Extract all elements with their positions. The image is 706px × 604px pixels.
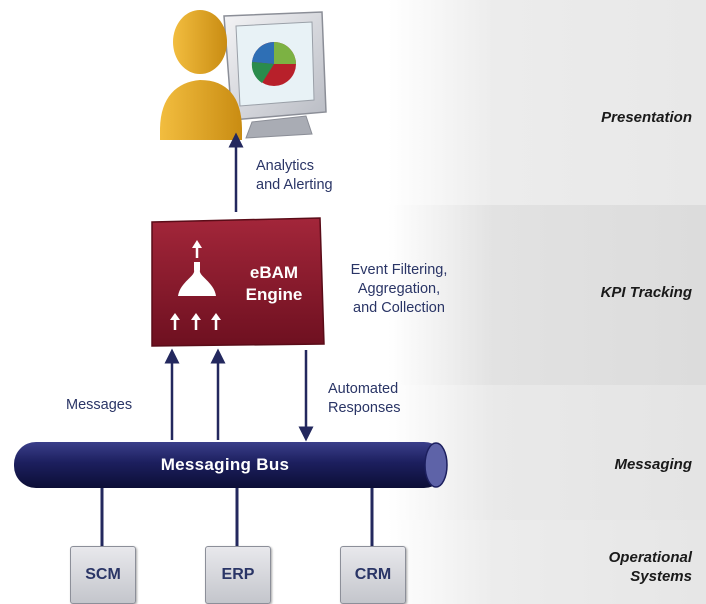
filtering-caption-line3: and Collection <box>353 300 445 316</box>
user-at-monitor-icon <box>160 10 327 140</box>
ebam-engine-box <box>151 217 325 347</box>
filtering-caption-line1: Event Filtering, <box>350 262 448 278</box>
funnel-icon <box>170 240 221 330</box>
pie-chart-icon <box>251 41 296 86</box>
presentation-layer-band <box>0 0 706 205</box>
engine-label-line2: Engine <box>245 285 303 304</box>
messages-caption: Messages <box>66 397 133 413</box>
system-box-erp: ERP <box>205 546 271 604</box>
person-icon <box>160 10 242 140</box>
automated-responses-caption: Automated Responses <box>328 380 401 418</box>
kpi-layer-band <box>0 205 706 385</box>
system-box-scm: SCM <box>70 546 136 604</box>
layer-label-operational-systems: Operational Systems <box>608 549 692 585</box>
monitor-icon <box>223 11 327 139</box>
analytics-caption: Analytics and Alerting <box>256 157 333 195</box>
engine-label-line1: eBAM <box>249 263 299 282</box>
analytics-caption-line2: and Alerting <box>256 177 333 193</box>
system-label-scm: SCM <box>85 566 121 583</box>
ebam-engine-label: eBAM Engine <box>232 262 316 306</box>
filtering-caption: Event Filtering, Aggregation, and Collec… <box>334 261 464 318</box>
layer-label-messaging: Messaging <box>614 456 692 473</box>
filtering-caption-line2: Aggregation, <box>357 281 441 297</box>
messaging-bus <box>14 442 448 488</box>
messaging-bus-label: Messaging Bus <box>160 455 290 474</box>
automated-caption-line1: Automated <box>328 381 399 397</box>
layer-label-kpi-tracking: KPI Tracking <box>600 284 692 301</box>
system-box-crm: CRM <box>340 546 406 604</box>
system-label-erp: ERP <box>221 566 255 583</box>
system-label-crm: CRM <box>354 566 392 583</box>
analytics-caption-line1: Analytics <box>256 158 315 174</box>
layer-label-presentation: Presentation <box>601 109 692 126</box>
automated-caption-line2: Responses <box>328 400 401 416</box>
